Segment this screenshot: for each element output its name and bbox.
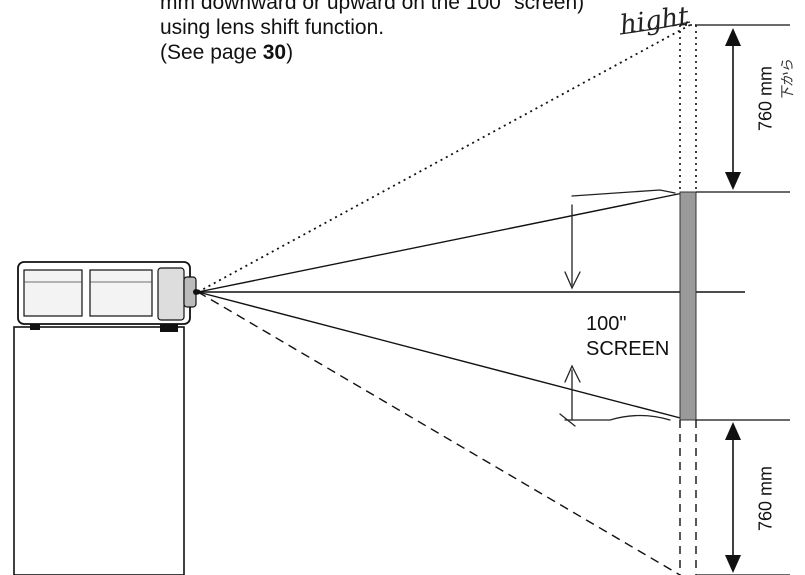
intro-line-3: (See page 30) — [160, 41, 293, 65]
projector — [17, 261, 199, 332]
screen-size-label: 100" — [586, 313, 627, 335]
dimension-arrow-top — [725, 28, 741, 190]
ray-screen-top — [197, 191, 689, 293]
intro-see-page-suffix: ) — [286, 41, 294, 64]
intro-line-2: using lens shift function. — [160, 16, 385, 39]
handwritten-underline — [619, 21, 691, 35]
intro-see-page-prefix: (See page — [160, 41, 263, 64]
dimension-arrow-bottom — [725, 422, 741, 573]
handwritten-marks — [559, 189, 676, 427]
ray-shift-down — [197, 291, 681, 575]
ray-shift-up — [197, 24, 691, 293]
screen-word-label: SCREEN — [586, 338, 670, 360]
ray-screen-bottom — [197, 291, 689, 421]
projector-stand — [13, 326, 185, 575]
handwritten-side-note: 下から — [780, 59, 796, 101]
intro-line-1: mm downward or upward on the 100" screen… — [160, 0, 585, 14]
page-reference-link[interactable]: 30 — [262, 41, 287, 64]
offset-bottom-label: 760 mm — [755, 465, 776, 532]
screen — [679, 191, 697, 421]
offset-top-label: 760 mm — [755, 65, 776, 132]
